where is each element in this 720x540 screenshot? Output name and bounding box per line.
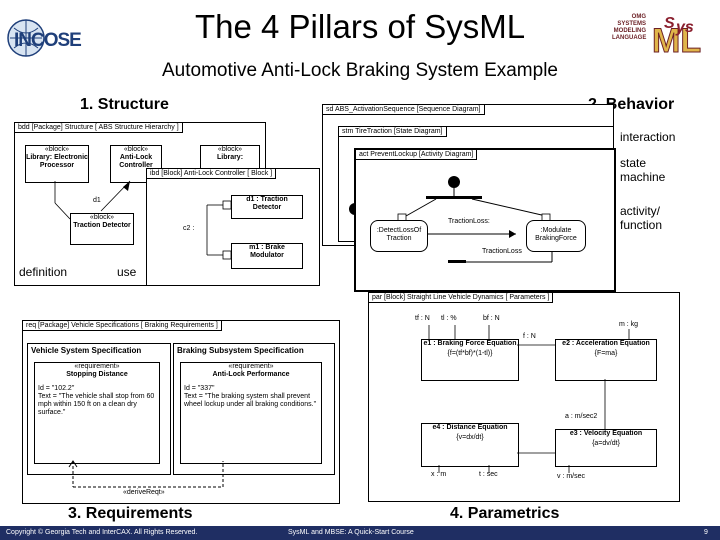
parametrics-heading: 4. Parametrics: [450, 505, 560, 522]
spec-vehicle-system: Vehicle System Specification «requiremen…: [27, 343, 171, 475]
part-brake-modulator: m1 : Brake Modulator: [231, 243, 303, 269]
block-stereotype: «block»: [123, 146, 149, 153]
derive-label: «deriveReqt»: [123, 489, 165, 496]
equation-formula: {v=dx/dt}: [456, 434, 484, 441]
action-modulate-braking: :Modulate BrakingForce: [526, 220, 586, 252]
spec-braking-subsystem: Braking Subsystem Specification «require…: [173, 343, 335, 475]
part-traction-detector: d1 : Traction Detector: [231, 195, 303, 219]
req-id: Id = "337": [184, 385, 215, 392]
req-name: Anti-Lock Performance: [212, 371, 290, 378]
page-subtitle: Automotive Anti-Lock Braking System Exam…: [161, 60, 558, 81]
eq-distance: e4 : Distance Equation {v=dx/dt}: [421, 423, 519, 467]
activity-frame: act PreventLockup [Activity Diagram] :De…: [354, 148, 616, 292]
flow-label-2: TractionLoss: [482, 248, 522, 255]
action-label: :DetectLossOf Traction: [376, 227, 422, 242]
use-label: use: [117, 265, 137, 279]
req-stopping-distance: «requirement» Stopping Distance Id = "10…: [34, 362, 160, 464]
flow-label-1: TractionLoss:: [448, 218, 490, 225]
activity-frame-label: act PreventLockup [Activity Diagram]: [356, 150, 478, 160]
logo-line-omg: OMG: [631, 14, 646, 20]
equation-name: e1 : Braking Force Equation: [423, 340, 517, 347]
action-detect-loss: :DetectLossOf Traction: [370, 220, 428, 252]
interaction-label: interaction: [620, 130, 676, 144]
svg-text:ML: ML: [652, 22, 701, 60]
param-bf: bf : N: [483, 315, 500, 322]
logo-line-modeling: MODELING: [613, 28, 646, 34]
sequence-frame-label: sd ABS_ActivationSequence [Sequence Diag…: [323, 105, 485, 115]
activity-function-label: activity/ function: [620, 204, 663, 232]
equation-name: e2 : Acceleration Equation: [562, 340, 650, 347]
structure-heading: 1. Structure: [80, 96, 169, 113]
spec-title: Braking Subsystem Specification: [177, 346, 304, 355]
logo-line-systems: SYSTEMS: [617, 21, 646, 27]
equation-formula: {f=(tf*bf)*(1-tl)}: [447, 350, 493, 357]
eq-braking-force: e1 : Braking Force Equation {f=(tf*bf)*(…: [421, 339, 519, 381]
req-text: Text = "The vehicle shall stop from 60 m…: [38, 393, 155, 416]
incose-logo: INCOSE: [4, 16, 99, 58]
part-label: m1 : Brake Modulator: [249, 244, 285, 259]
req-frame: req [Package] Vehicle Specifications [ B…: [22, 320, 340, 504]
equation-name: e4 : Distance Equation: [432, 424, 508, 431]
sysml-logo: OMG SYSTEMS MODELING LANGUAGE ML S ys: [612, 14, 712, 64]
req-anti-lock-performance: «requirement» Anti-Lock Performance Id =…: [180, 362, 322, 464]
req-stereotype: «requirement»: [74, 363, 120, 370]
req-frame-label: req [Package] Vehicle Specifications [ B…: [23, 321, 222, 331]
req-stereotype: «requirement»: [228, 363, 274, 370]
block-stereotype: «block»: [217, 146, 243, 153]
svg-text:S: S: [664, 15, 675, 32]
block-stereotype: «block»: [89, 214, 115, 221]
block-name: Library: Electronic Processor: [26, 154, 88, 169]
req-id: Id = "102.2": [38, 385, 75, 392]
footer-bar: Copyright © Georgia Tech and InterCAX. A…: [0, 526, 720, 540]
param-x: x : m: [431, 471, 447, 478]
block-electronic-processor: «block» Library: Electronic Processor: [25, 145, 89, 183]
req-text: Text = "The braking system shall prevent…: [184, 393, 317, 408]
block-name: Library:: [216, 154, 244, 161]
action-label: :Modulate BrakingForce: [535, 227, 577, 242]
param-f: f : N: [523, 333, 536, 340]
footer-copyright: Copyright © Georgia Tech and InterCAX. A…: [6, 529, 198, 536]
page-title: The 4 Pillars of SysML: [194, 8, 526, 45]
param-tl: tl : %: [441, 315, 457, 322]
equation-name: e3 : Velocity Equation: [569, 430, 643, 437]
param-m: m : kg: [619, 321, 639, 328]
block-traction-detector: «block» Traction Detector: [70, 213, 134, 245]
param-t: t : sec: [479, 471, 498, 478]
param-v: v : m/sec: [557, 473, 586, 480]
par-frame-label: par [Block] Straight Line Vehicle Dynami…: [369, 293, 554, 303]
definition-label: definition: [19, 265, 68, 279]
bdd-frame-label: bdd [Package] Structure [ ABS Structure …: [15, 123, 183, 133]
svg-text:ys: ys: [675, 19, 694, 36]
block-stereotype: «block»: [44, 146, 70, 153]
equation-formula: {F=ma}: [594, 350, 618, 357]
port-label: c2 :: [183, 225, 195, 232]
eq-velocity: e3 : Velocity Equation {a=dv/dt}: [555, 429, 657, 467]
param-tf: tf : N: [415, 315, 430, 322]
logo-line-language: LANGUAGE: [612, 35, 647, 41]
state-machine-label: state machine: [620, 156, 666, 184]
footer-course: SysML and MBSE: A Quick-Start Course: [288, 529, 414, 536]
ibd-frame: ibd [Block] Anti-Lock Controller [ Block…: [146, 168, 320, 286]
block-name: Traction Detector: [73, 222, 131, 229]
req-name: Stopping Distance: [66, 371, 128, 378]
param-a: a : m/sec2: [565, 413, 598, 420]
equation-formula: {a=dv/dt}: [592, 440, 620, 447]
part-label: d1 : Traction Detector: [246, 196, 288, 211]
spec-title: Vehicle System Specification: [31, 346, 142, 355]
incose-logo-text: INCOSE: [14, 30, 82, 51]
block-name: Anti-Lock Controller: [119, 154, 153, 169]
ibd-frame-label: ibd [Block] Anti-Lock Controller [ Block…: [147, 169, 277, 179]
footer-page-number: 9: [704, 529, 708, 536]
role-label: d1: [93, 197, 101, 204]
par-frame: par [Block] Straight Line Vehicle Dynami…: [368, 292, 680, 502]
state-frame-label: stm TireTraction [State Diagram]: [339, 127, 447, 137]
requirements-heading: 3. Requirements: [68, 505, 193, 522]
eq-acceleration: e2 : Acceleration Equation {F=ma}: [555, 339, 657, 381]
